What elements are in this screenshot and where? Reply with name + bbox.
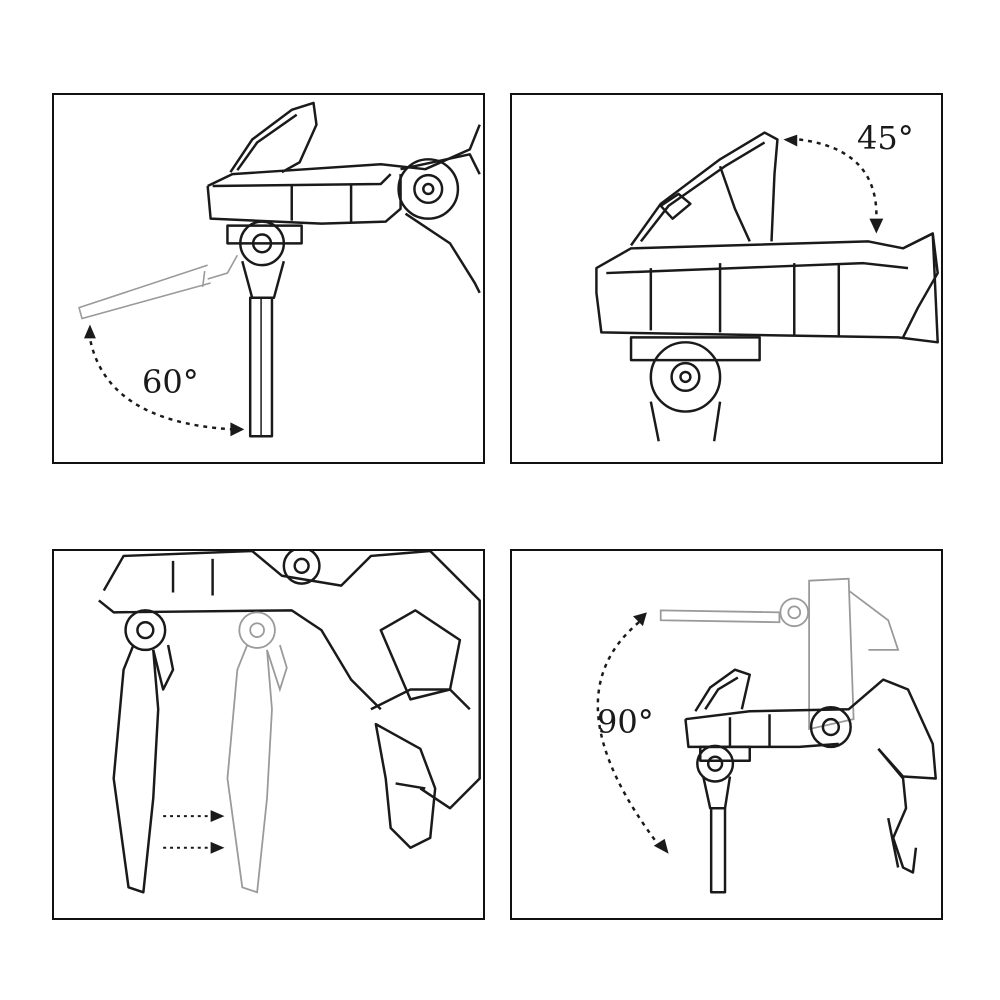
- angle-label-45: 45°: [857, 119, 914, 157]
- panel-camera-tilt-60: 60°: [52, 93, 485, 464]
- drone-cover-drawing-45: [595, 131, 939, 442]
- drone-arm-drawing-60: [78, 101, 481, 438]
- rotate-arc-arrow: [596, 621, 662, 849]
- panel-leg-slide: [52, 549, 485, 920]
- drone-leg-slide-drawing: [98, 551, 481, 894]
- panel-cover-open-45: 45°: [510, 93, 943, 464]
- slide-arrows: [163, 815, 213, 849]
- cover-arc-arrow: [799, 138, 878, 219]
- drone-arm-rotate-drawing-90: [596, 577, 937, 894]
- tilt-arc-arrow: [87, 332, 233, 431]
- angle-label-60: 60°: [142, 363, 199, 401]
- angle-label-90: 90°: [597, 703, 654, 741]
- panel-arm-rotate-90: 90°: [510, 549, 943, 920]
